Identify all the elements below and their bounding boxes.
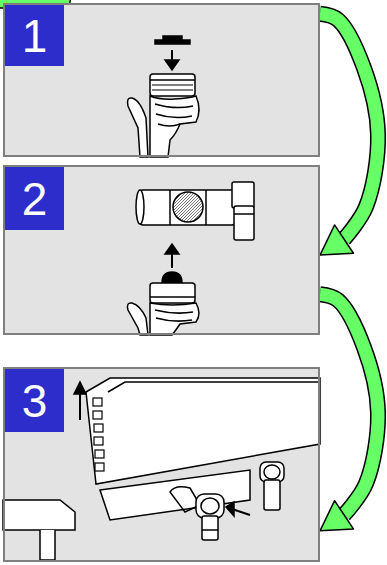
step-badge: 3 — [5, 369, 64, 432]
arrow-body — [320, 294, 378, 515]
step1-figure — [128, 36, 200, 157]
step2-figure — [128, 182, 255, 335]
arrow-head — [320, 225, 353, 255]
step-number: 1 — [22, 13, 48, 59]
step-panel: 2 — [3, 165, 320, 335]
step-badge: 1 — [5, 5, 64, 66]
step-number: 3 — [22, 378, 48, 424]
step-arrow — [320, 294, 378, 531]
arrow-body — [320, 14, 378, 239]
step-badge: 2 — [5, 167, 64, 230]
step-arrow — [320, 14, 378, 255]
arrow-head — [320, 501, 353, 531]
panel-ground — [3, 165, 320, 335]
step-panel: 3 — [3, 367, 320, 562]
panel-ground — [3, 367, 320, 562]
panel-ground — [3, 3, 320, 157]
arrow-outline — [320, 294, 378, 515]
step-panel: 1 — [3, 3, 320, 157]
arrow-outline — [320, 14, 378, 239]
step-number: 2 — [22, 176, 48, 222]
